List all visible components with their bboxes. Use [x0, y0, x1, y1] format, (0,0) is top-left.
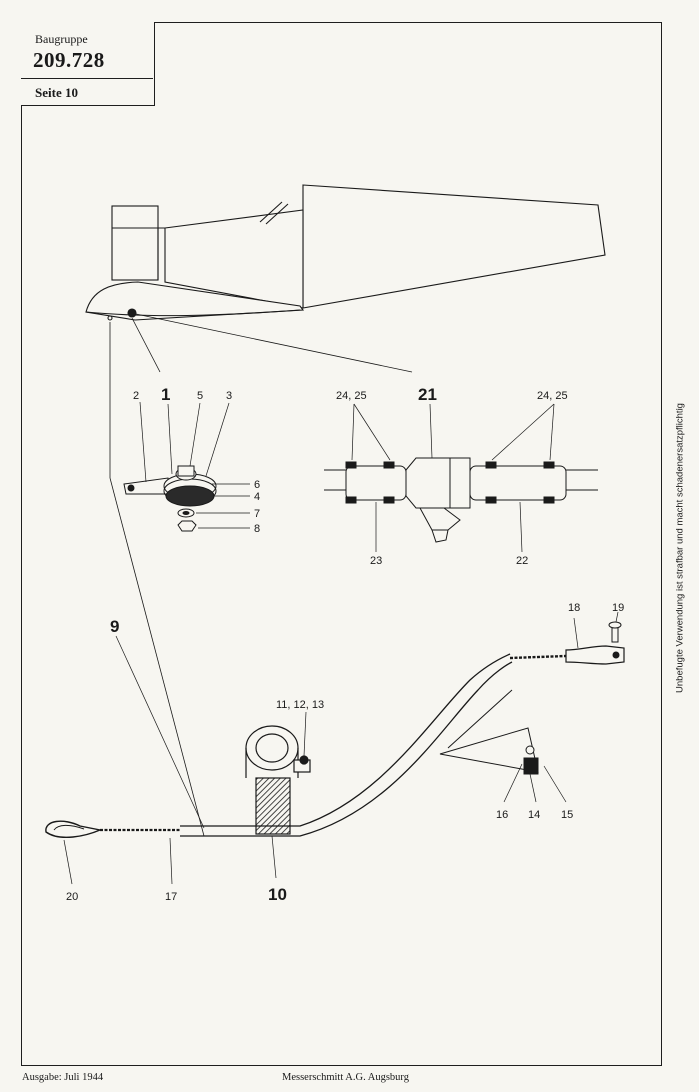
issue-date: Ausgabe: Juli 1944 [22, 1072, 104, 1083]
callout-7: 7 [254, 508, 260, 520]
fuselage-assembly [85, 184, 606, 321]
callout-15: 15 [561, 809, 573, 821]
callout-24-25-right: 24, 25 [537, 390, 568, 402]
callout-18: 18 [568, 602, 580, 614]
callout-1: 1 [161, 385, 170, 404]
pulley-assembly [123, 465, 217, 532]
callout-20: 20 [66, 891, 78, 903]
title-block-label: Baugruppe [35, 32, 88, 46]
callout-21: 21 [418, 385, 437, 404]
page-frame [21, 22, 662, 1066]
callout-19: 19 [612, 602, 624, 614]
callout-5: 5 [197, 390, 203, 402]
assembly-number: 209.728 [33, 48, 105, 72]
callout-6: 6 [254, 479, 260, 491]
callout-10: 10 [268, 885, 287, 904]
page-number: Seite 10 [35, 85, 78, 100]
callout-22: 22 [516, 555, 528, 567]
publisher: Messerschmitt A.G. Augsburg [282, 1072, 409, 1083]
callout-17: 17 [165, 891, 177, 903]
tensioner-assembly [324, 457, 598, 543]
callout-11-12-13: 11, 12, 13 [276, 699, 324, 711]
callout-16: 16 [496, 809, 508, 821]
callout-14: 14 [528, 809, 540, 821]
title-block: Baugruppe 209.728 Seite 10 [21, 22, 155, 106]
lower-leaders [63, 611, 619, 885]
copyright-notice: Unbefugte Verwendung ist strafbar und ma… [674, 403, 686, 693]
callout-23: 23 [370, 555, 382, 567]
tensioner-leaders [351, 403, 555, 553]
callout-labels: 1 2 3 4 5 6 7 8 9 10 11, 12, 13 14 15 16… [66, 385, 624, 904]
callout-4: 4 [254, 491, 260, 503]
cable-assembly [45, 621, 625, 839]
leader-lines-top [109, 313, 413, 837]
pulley-leaders [139, 401, 250, 529]
callout-9: 9 [110, 617, 119, 636]
callout-3: 3 [226, 390, 232, 402]
title-block-divider [21, 78, 153, 79]
callout-24-25-left: 24, 25 [336, 390, 367, 402]
clamp-assembly [245, 725, 311, 835]
callout-8: 8 [254, 523, 260, 535]
callout-2: 2 [133, 390, 139, 402]
